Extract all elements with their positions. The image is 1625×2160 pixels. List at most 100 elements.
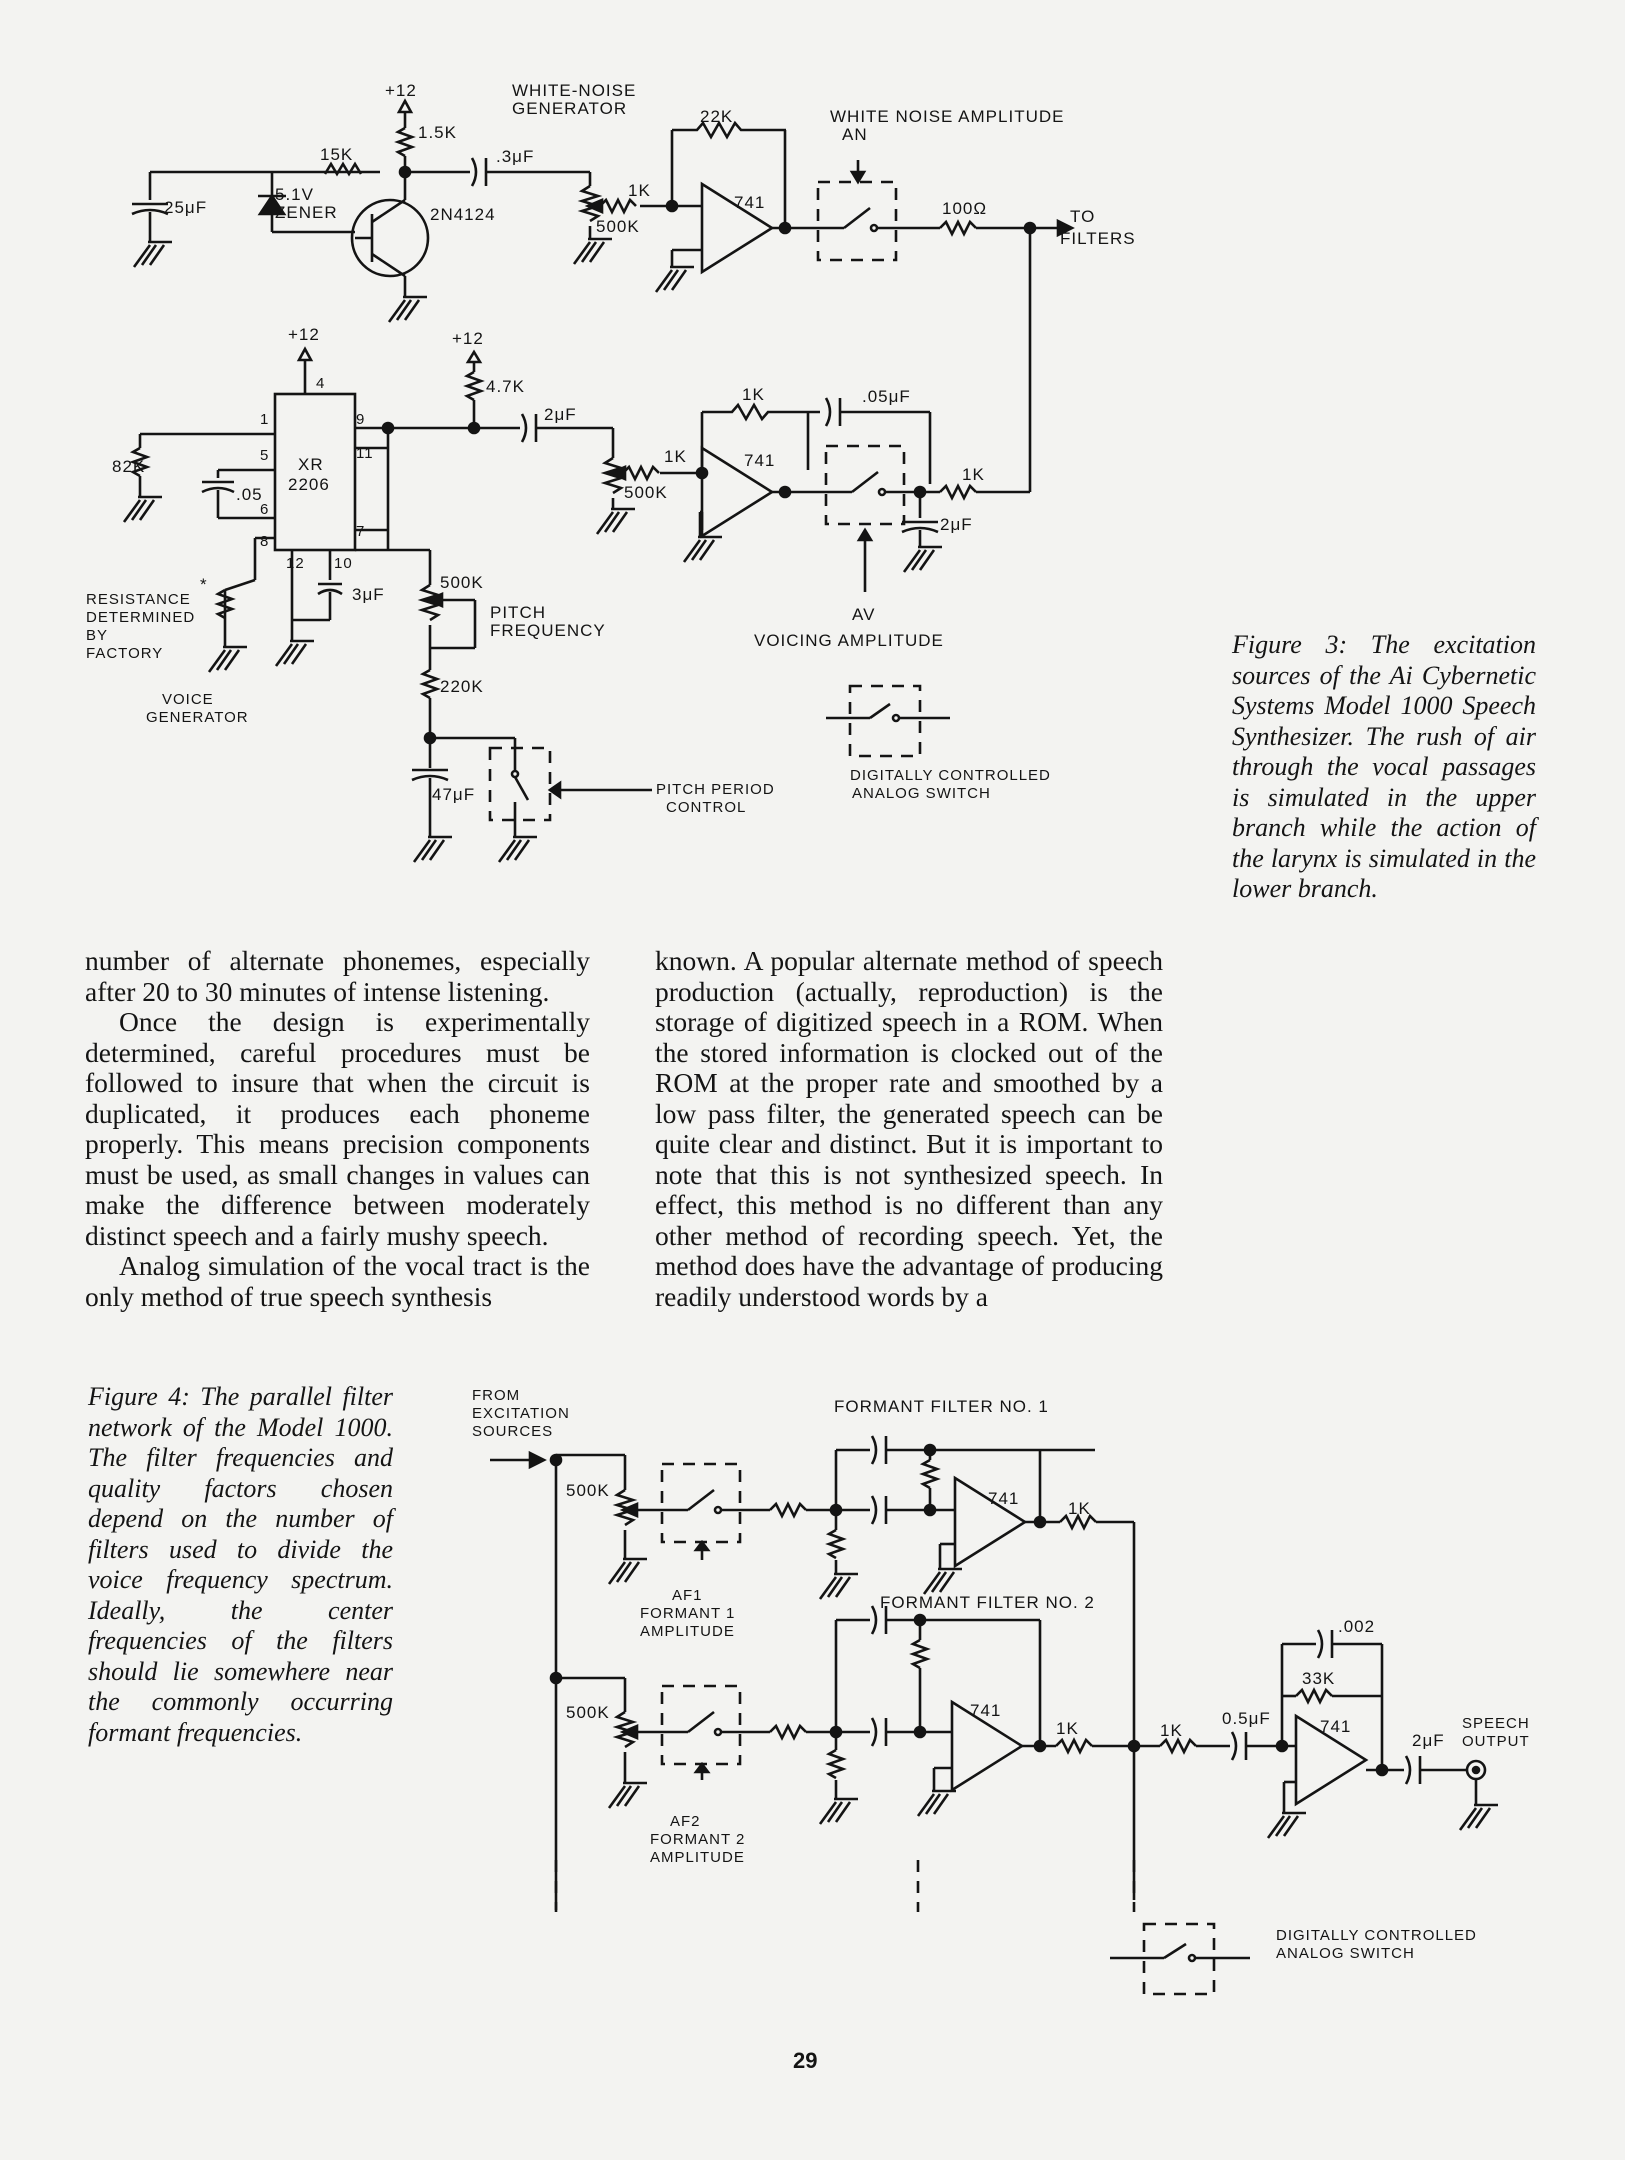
- svg-text:FORMANT FILTER NO. 1: FORMANT FILTER NO. 1: [834, 1397, 1049, 1416]
- svg-text:ANALOG SWITCH: ANALOG SWITCH: [852, 785, 991, 802]
- svg-text:BY: BY: [86, 627, 108, 644]
- svg-text:741: 741: [734, 193, 765, 212]
- svg-text:741: 741: [744, 451, 775, 470]
- svg-text:12: 12: [286, 555, 305, 572]
- paragraph: known. A popular alternate method of spe…: [655, 945, 1163, 1312]
- svg-text:220K: 220K: [440, 677, 484, 696]
- svg-text:OUTPUT: OUTPUT: [1462, 1733, 1530, 1750]
- svg-text:CONTROL: CONTROL: [666, 799, 746, 816]
- article-column-2: known. A popular alternate method of spe…: [655, 945, 1163, 1312]
- svg-text:1: 1: [260, 411, 269, 428]
- svg-text:2206: 2206: [288, 475, 330, 494]
- svg-text:82K: 82K: [112, 457, 145, 476]
- svg-text:AV: AV: [852, 605, 875, 624]
- svg-text:.3μF: .3μF: [496, 147, 534, 166]
- svg-text:XR: XR: [298, 455, 324, 474]
- svg-text:.05μF: .05μF: [862, 387, 911, 406]
- svg-text:47μF: 47μF: [432, 785, 475, 804]
- svg-text:500K: 500K: [596, 217, 640, 236]
- svg-text:DIGITALLY CONTROLLED: DIGITALLY CONTROLLED: [1276, 1927, 1477, 1944]
- svg-text:VOICING AMPLITUDE: VOICING AMPLITUDE: [754, 631, 944, 650]
- svg-text:TO: TO: [1070, 207, 1095, 226]
- svg-text:741: 741: [970, 1701, 1001, 1720]
- svg-text:7: 7: [356, 523, 365, 540]
- svg-text:AMPLITUDE: AMPLITUDE: [640, 1623, 735, 1640]
- svg-text:FACTORY: FACTORY: [86, 645, 163, 662]
- figure-3-schematic: [122, 98, 1075, 864]
- svg-text:+12: +12: [452, 329, 484, 348]
- figure-3-caption: Figure 3: The excitation sources of the …: [1232, 630, 1536, 903]
- svg-text:1K: 1K: [1068, 1499, 1091, 1518]
- svg-text:WHITE-NOISE: WHITE-NOISE: [512, 81, 636, 100]
- figure-4-schematic: [490, 1435, 1500, 1996]
- svg-text:+12: +12: [288, 325, 320, 344]
- svg-text:WHITE NOISE AMPLITUDE: WHITE NOISE AMPLITUDE: [830, 107, 1064, 126]
- svg-text:AF2: AF2: [670, 1813, 701, 1830]
- svg-text:1K: 1K: [1160, 1721, 1183, 1740]
- svg-text:FILTERS: FILTERS: [1060, 229, 1136, 248]
- figure-4-labels: FROM EXCITATION SOURCES FORMANT FILTER N…: [472, 1387, 1530, 1962]
- svg-text:33K: 33K: [1302, 1669, 1335, 1688]
- svg-text:SOURCES: SOURCES: [472, 1423, 553, 1440]
- figure-4-caption: Figure 4: The parallel filter network of…: [88, 1382, 393, 1747]
- svg-text:DETERMINED: DETERMINED: [86, 609, 195, 626]
- svg-text:FREQUENCY: FREQUENCY: [490, 621, 606, 640]
- svg-text:FORMANT 1: FORMANT 1: [640, 1605, 735, 1622]
- paragraph: Once the design is experimentally determ…: [85, 1006, 590, 1251]
- svg-text:FROM: FROM: [472, 1387, 520, 1404]
- svg-text:0.5μF: 0.5μF: [1222, 1709, 1271, 1728]
- svg-text:9: 9: [356, 411, 365, 428]
- svg-text:GENERATOR: GENERATOR: [512, 99, 627, 118]
- svg-text:EXCITATION: EXCITATION: [472, 1405, 570, 1422]
- svg-text:RESISTANCE: RESISTANCE: [86, 591, 191, 608]
- svg-text:DIGITALLY CONTROLLED: DIGITALLY CONTROLLED: [850, 767, 1051, 784]
- svg-text:10: 10: [334, 555, 353, 572]
- svg-text:GENERATOR: GENERATOR: [146, 709, 249, 726]
- page-number: 29: [793, 2048, 818, 2073]
- svg-text:1K: 1K: [628, 181, 651, 200]
- article-column-1: number of alternate phonemes, especially…: [85, 945, 590, 1312]
- svg-text:AF1: AF1: [672, 1587, 703, 1604]
- svg-text:1K: 1K: [742, 385, 765, 404]
- svg-text:SPEECH: SPEECH: [1462, 1715, 1530, 1732]
- svg-text:2μF: 2μF: [1412, 1731, 1445, 1750]
- svg-text:25μF: 25μF: [164, 198, 207, 217]
- svg-text:500K: 500K: [566, 1703, 610, 1722]
- paragraph: number of alternate phonemes, especially…: [85, 945, 590, 1007]
- svg-text:.002: .002: [1338, 1617, 1375, 1636]
- svg-text:15K: 15K: [320, 145, 353, 164]
- svg-text:1K: 1K: [664, 447, 687, 466]
- svg-text:FORMANT 2: FORMANT 2: [650, 1831, 745, 1848]
- svg-text:500K: 500K: [624, 483, 668, 502]
- svg-text:+12: +12: [385, 81, 417, 100]
- svg-text:1.5K: 1.5K: [418, 123, 457, 142]
- svg-text:1K: 1K: [962, 465, 985, 484]
- svg-text:22K: 22K: [700, 107, 733, 126]
- svg-text:100Ω: 100Ω: [942, 199, 987, 218]
- svg-text:*: *: [200, 575, 208, 594]
- svg-text:VOICE: VOICE: [162, 691, 214, 708]
- svg-text:ANALOG SWITCH: ANALOG SWITCH: [1276, 1945, 1415, 1962]
- figure-3-labels: +12 1.5K WHITE-NOISE GENERATOR 25μF 15K …: [86, 81, 1136, 816]
- svg-text:3μF: 3μF: [352, 585, 385, 604]
- svg-text:6: 6: [260, 501, 269, 518]
- svg-text:741: 741: [1320, 1717, 1351, 1736]
- svg-text:500K: 500K: [440, 573, 484, 592]
- svg-text:PITCH: PITCH: [490, 603, 546, 622]
- svg-text:ZENER: ZENER: [275, 203, 338, 222]
- paragraph: Analog simulation of the vocal tract is …: [85, 1250, 590, 1312]
- svg-text:5.1V: 5.1V: [275, 185, 314, 204]
- svg-text:.05: .05: [236, 485, 263, 504]
- svg-text:1K: 1K: [1056, 1719, 1079, 1738]
- svg-text:500K: 500K: [566, 1481, 610, 1500]
- svg-text:4: 4: [316, 375, 325, 392]
- svg-text:PITCH PERIOD: PITCH PERIOD: [656, 781, 775, 798]
- svg-text:5: 5: [260, 447, 269, 464]
- svg-text:2N4124: 2N4124: [430, 205, 496, 224]
- svg-text:FORMANT FILTER NO. 2: FORMANT FILTER NO. 2: [880, 1593, 1095, 1612]
- svg-text:4.7K: 4.7K: [486, 377, 525, 396]
- svg-text:AMPLITUDE: AMPLITUDE: [650, 1849, 745, 1866]
- svg-text:741: 741: [988, 1489, 1019, 1508]
- svg-text:2μF: 2μF: [544, 405, 577, 424]
